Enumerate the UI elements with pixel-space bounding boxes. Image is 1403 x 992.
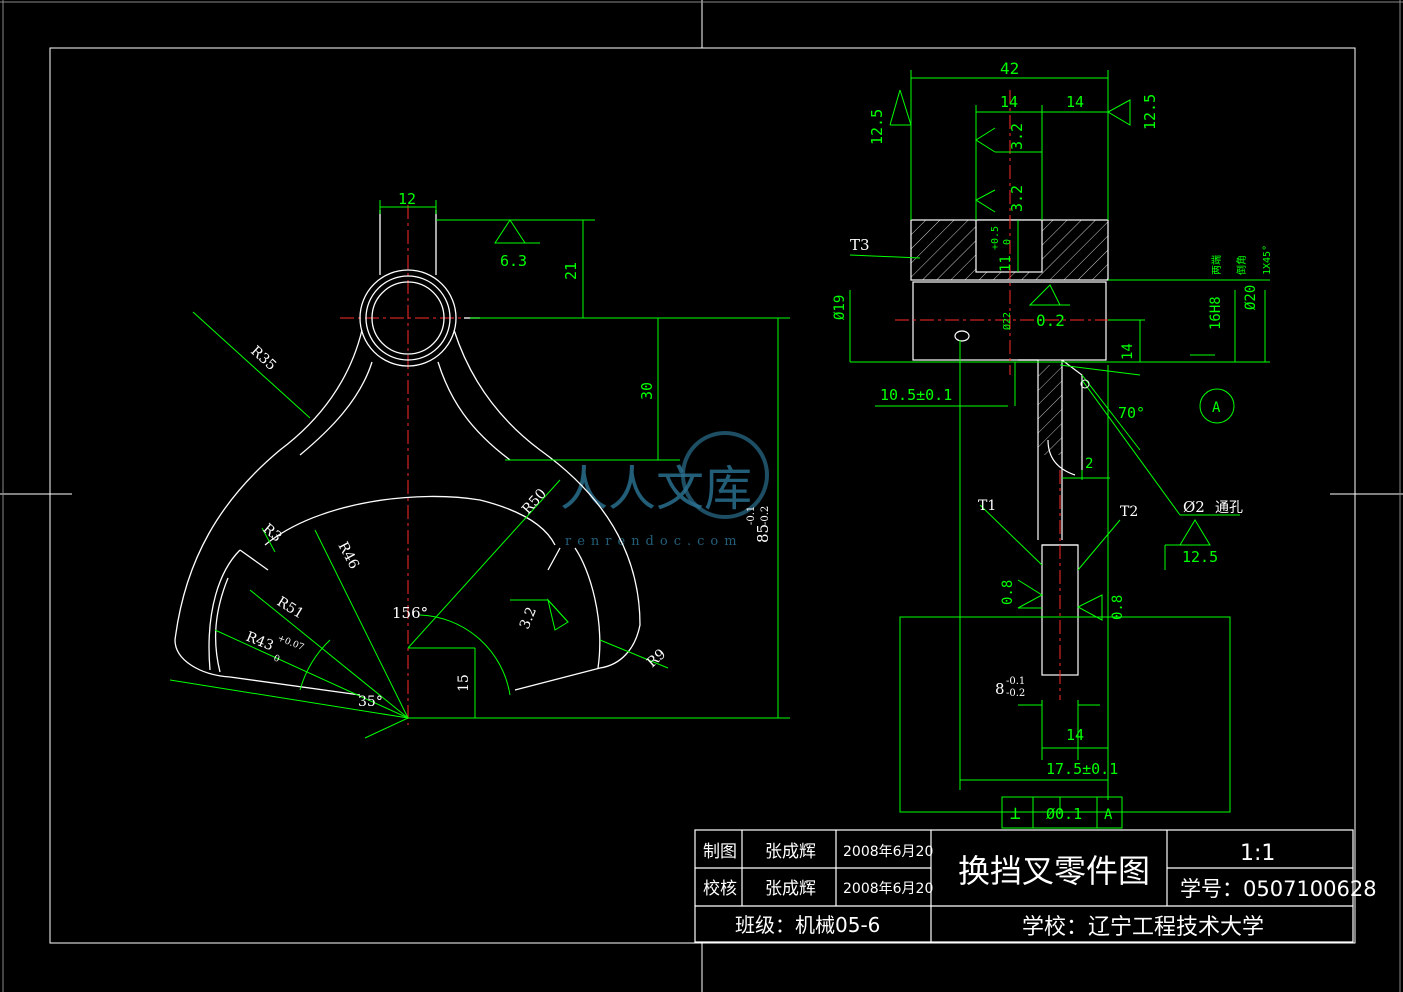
dim-8: 8 xyxy=(995,680,1005,698)
checked-label: 校核 xyxy=(703,879,737,899)
checked-name: 张成辉 xyxy=(765,879,816,899)
dim-15: 15 xyxy=(456,674,472,692)
dim-30: 30 xyxy=(638,382,656,400)
side-dim-lines xyxy=(849,70,1270,829)
rough-0-8-left: 0.8 xyxy=(1000,580,1016,605)
dim-11: 11 xyxy=(998,255,1014,272)
drawn-name: 张成辉 xyxy=(765,842,816,862)
school: 学校：辽宁工程技术大学 xyxy=(1022,915,1264,940)
class-text: 班级：机械05-6 xyxy=(735,913,880,937)
rough-0-8-right: 0.8 xyxy=(1110,595,1126,620)
dim-2: 2 xyxy=(1085,456,1093,472)
hole-dia2: Ø2 xyxy=(1183,498,1205,516)
dim-dia19: Ø19 xyxy=(832,295,848,320)
datum-a: A xyxy=(1212,400,1221,416)
roughness-3-2-front: 3.2 xyxy=(517,605,540,632)
dim-r46: R46 xyxy=(334,539,361,572)
dim-85-tol-lower: -0.2 xyxy=(760,506,771,525)
dim-r51: R51 xyxy=(274,594,307,623)
roughness-6-3: 6.3 xyxy=(500,252,527,270)
drawn-date: 2008年6月20 xyxy=(843,844,933,860)
gdt-tolerance: Ø0.1 xyxy=(1046,805,1082,823)
dim-42: 42 xyxy=(1000,59,1019,78)
scale: 1:1 xyxy=(1240,841,1275,866)
front-center-lines xyxy=(340,205,478,725)
angle-156: 156° xyxy=(392,604,428,622)
label-t1: T1 xyxy=(978,498,996,514)
dim-r3: R3 xyxy=(259,521,284,546)
dim-11-tol-lower: 0 xyxy=(1002,239,1013,245)
front-outline xyxy=(174,210,641,696)
chamfer-note-2: 倒角 xyxy=(1236,255,1248,275)
gdt-perpendicularity: ⊥ xyxy=(1010,803,1021,824)
side-view: 42 14 14 12.5 12.5 3.2 3.2 T3 11 +0.5 0 … xyxy=(832,59,1273,829)
dim-85: 85 xyxy=(754,524,772,543)
hole-note: 通孔 xyxy=(1215,500,1243,516)
rough-12-5-right: 12.5 xyxy=(1141,94,1159,130)
tol-0-2: 0.2 xyxy=(1036,311,1065,330)
watermark: 人人文库 renrendoc.com xyxy=(560,431,769,549)
checked-date: 2008年6月20 xyxy=(843,881,933,897)
angle-70: 70° xyxy=(1118,404,1145,422)
dim-14-right: 14 xyxy=(1066,93,1084,111)
dim-8-tol-lower: -0.2 xyxy=(1006,688,1025,699)
label-t3: T3 xyxy=(850,236,870,254)
front-dim-lines xyxy=(169,200,790,739)
dim-11-tol-upper: +0.5 xyxy=(990,226,1001,250)
drawing-title: 换挡叉零件图 xyxy=(958,852,1150,890)
dim-17-5: 17.5±0.1 xyxy=(1046,760,1118,778)
chamfer-note: 1X45° xyxy=(1262,245,1273,275)
dim-dia20: Ø20 xyxy=(1243,285,1259,310)
dim-r35: R35 xyxy=(247,343,279,374)
drawn-label: 制图 xyxy=(703,842,737,862)
chamfer-note-1: 两端 xyxy=(1210,255,1223,275)
dim-8-tol-upper: -0.1 xyxy=(1006,676,1025,687)
dim-16h8: 16H8 xyxy=(1208,296,1224,330)
rough-12-5-hole: 12.5 xyxy=(1182,548,1218,566)
watermark-url: renrendoc.com xyxy=(565,534,743,549)
watermark-text: 人人文库 xyxy=(560,461,752,517)
rough-3-2-mid: 3.2 xyxy=(1008,185,1026,212)
title-block: 制图 张成辉 2008年6月20 校核 张成辉 2008年6月20 班级：机械0… xyxy=(694,829,1377,943)
angle-35: 35° xyxy=(358,694,383,710)
dim-height-21: 21 xyxy=(562,262,580,280)
dim-14-bottom: 14 xyxy=(1066,726,1084,744)
dim-14-mid: 14 xyxy=(1120,343,1136,360)
dim-85-tol-upper: -0.1 xyxy=(746,506,757,525)
dim-r50: R50 xyxy=(519,486,550,518)
dim-width-12: 12 xyxy=(398,190,416,208)
dim-10-5: 10.5±0.1 xyxy=(880,386,952,404)
rough-12-5-left: 12.5 xyxy=(868,109,886,145)
dim-14-left: 14 xyxy=(1000,93,1018,111)
front-view: 12 6.3 21 R35 30 R50 85 -0.1 -0.2 R3 R46… xyxy=(169,190,790,739)
label-t2: T2 xyxy=(1120,504,1138,520)
student-id: 学号：0507100628 xyxy=(1180,877,1377,901)
dim-dia22: Ø22 xyxy=(1001,312,1013,330)
side-dim-text: 42 14 14 12.5 12.5 3.2 3.2 T3 11 +0.5 0 … xyxy=(832,59,1273,824)
side-center-lines xyxy=(895,90,1110,700)
dim-r43-tol-upper: +0.07 xyxy=(276,634,306,654)
rough-3-2-top: 3.2 xyxy=(1008,123,1026,150)
gdt-datum: A xyxy=(1104,807,1113,823)
dim-r43-tol-lower: 0 xyxy=(272,654,281,666)
